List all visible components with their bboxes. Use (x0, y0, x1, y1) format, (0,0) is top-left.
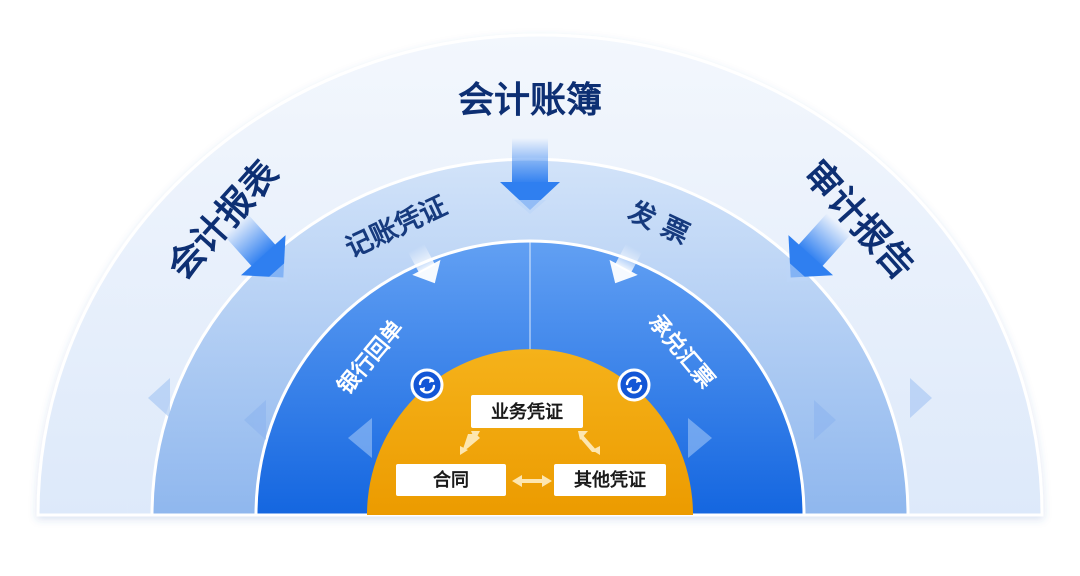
left-arrow-icon (223, 213, 289, 282)
box-contract-label: 合同 (433, 469, 469, 491)
right-arrow-icon (785, 213, 851, 282)
box-business-voucher: 业务凭证 (471, 395, 583, 428)
box-other-voucher: 其他凭证 (554, 464, 666, 496)
double-arrow-horizontal-icon (512, 475, 552, 487)
box-business-voucher-label: 业务凭证 (491, 401, 563, 423)
inner-left-chevron (348, 418, 372, 458)
sync-icon (410, 368, 444, 402)
label-accounting-books: 会计账簿 (458, 80, 602, 121)
outer-left-chevron (148, 378, 266, 440)
box-other-voucher-label: 其他凭证 (574, 469, 646, 491)
outer-right-chevron (814, 378, 932, 440)
inner-right-chevron (688, 418, 712, 458)
mid-right-arrow-icon (609, 243, 642, 284)
sync-icon (617, 368, 651, 402)
double-arrow-right-icon (578, 431, 600, 455)
top-arrow-icon (500, 138, 560, 214)
mid-left-arrow-icon (408, 243, 441, 284)
box-contract: 合同 (396, 464, 506, 496)
double-arrow-left-icon (460, 431, 480, 455)
